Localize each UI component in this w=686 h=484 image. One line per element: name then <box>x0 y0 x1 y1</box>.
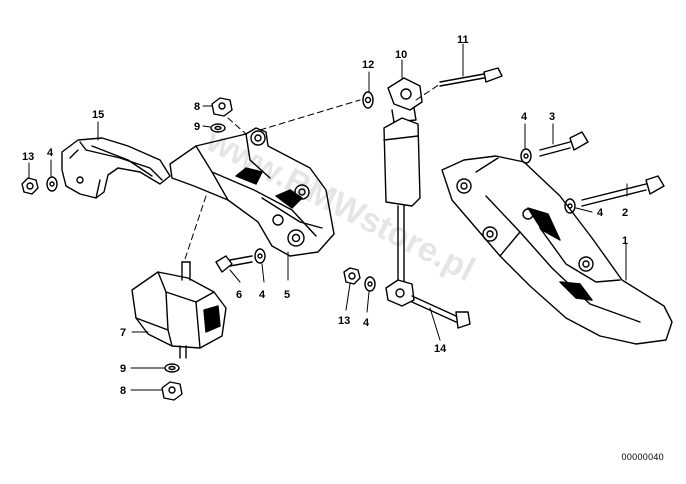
part-5-engine-bracket <box>169 127 335 257</box>
callout-4-upper-right: 4 <box>521 111 528 123</box>
callout-5: 5 <box>284 289 290 301</box>
callout-13-left: 13 <box>22 151 34 163</box>
callout-15: 15 <box>92 109 104 121</box>
callout-1: 1 <box>622 235 628 247</box>
part-1-support-arm <box>441 155 673 345</box>
callout-4-right: 4 <box>597 207 604 219</box>
part-15-cover <box>61 137 171 199</box>
callouts: 13 4 15 8 9 12 10 11 4 3 4 2 1 6 4 5 13 … <box>22 34 628 397</box>
callout-9-bottom: 9 <box>120 363 126 375</box>
callout-13-lower: 13 <box>338 315 350 327</box>
part-10-shock-absorber <box>383 77 423 307</box>
part-7-rubber-mount <box>131 261 227 359</box>
callout-4-lower: 4 <box>363 317 370 329</box>
diagram-number: 00000040 <box>621 452 664 462</box>
alignment-lines <box>183 83 441 263</box>
callout-4-center: 4 <box>259 289 266 301</box>
leader-lines <box>28 43 628 391</box>
callout-2: 2 <box>622 207 628 219</box>
callout-9-top: 9 <box>194 121 200 133</box>
callout-8-top: 8 <box>194 101 200 113</box>
fasteners <box>21 67 665 401</box>
callout-3: 3 <box>549 111 555 123</box>
callout-11: 11 <box>457 34 469 46</box>
callout-7: 7 <box>120 327 126 339</box>
callout-8-bottom: 8 <box>120 385 126 397</box>
callout-14: 14 <box>434 343 447 355</box>
callout-6: 6 <box>236 289 242 301</box>
callout-12: 12 <box>362 59 374 71</box>
callout-10: 10 <box>395 49 407 61</box>
callout-4-left: 4 <box>47 147 54 159</box>
